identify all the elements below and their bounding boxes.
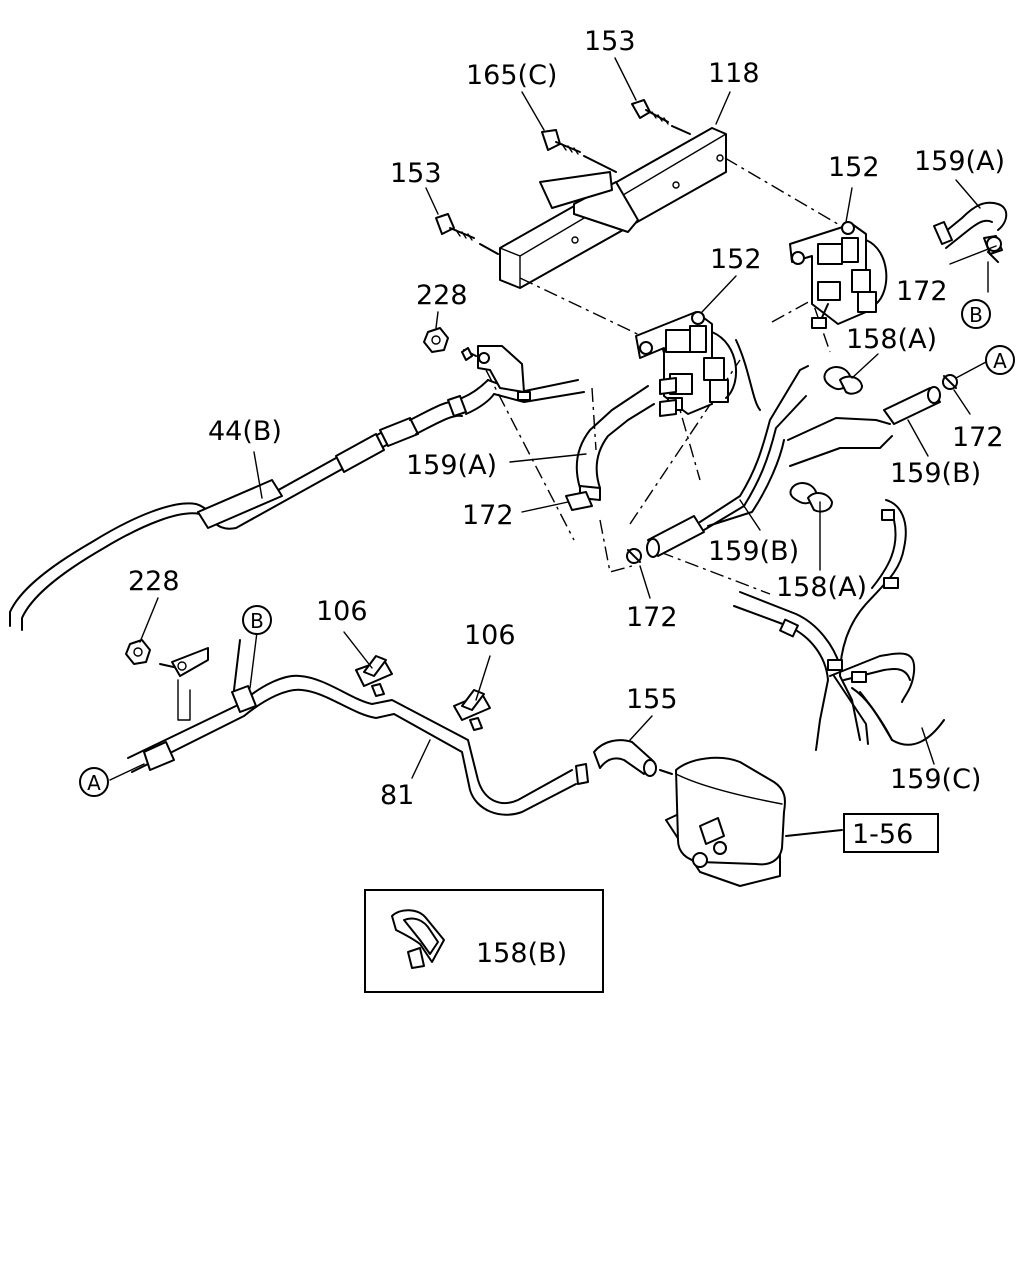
label-106-right: 106: [464, 620, 516, 651]
label-159b-right: 159(B): [890, 458, 981, 489]
bolt-153-top: [631, 99, 691, 135]
label-152-center: 152: [710, 244, 762, 275]
label-1-56: 1-56: [852, 819, 913, 850]
hose-159a-center: [565, 377, 677, 511]
label-158a-lower: 158(A): [776, 572, 867, 603]
clamp-158a-lower: [789, 482, 833, 513]
label-228-lower: 228: [128, 566, 180, 597]
label-172-top-right: 172: [896, 276, 948, 307]
label-118: 118: [708, 58, 760, 89]
label-172-bottom: 172: [626, 602, 678, 633]
hose-155: [593, 739, 673, 777]
hose-159b-cluster: [646, 339, 941, 558]
bolt-165c: [541, 129, 617, 173]
ref-letter-a-left: A: [87, 771, 101, 795]
nut-228-top: [423, 327, 477, 361]
label-159c: 159(C): [890, 764, 981, 795]
label-165c: 165(C): [466, 60, 557, 91]
solenoid-valve-152-upper: [789, 221, 888, 329]
nut-228-lower: [125, 639, 209, 677]
clip-106-left: [355, 655, 393, 697]
label-106-left: 106: [316, 596, 368, 627]
hose-159c: [733, 499, 945, 751]
label-158b: 158(B): [476, 938, 567, 969]
label-159b-center: 159(B): [708, 536, 799, 567]
label-159a-center: 159(A): [406, 450, 497, 481]
ref-circle-b-top-right: [961, 299, 991, 329]
bolt-153-left: [435, 213, 499, 255]
hose-44b: [9, 345, 585, 631]
label-153-top: 153: [584, 26, 636, 57]
label-153-left: 153: [390, 158, 442, 189]
clip-172-right: [942, 374, 958, 390]
ref-box-1-56: [843, 813, 939, 853]
label-159a-top-right: 159(A): [914, 146, 1005, 177]
inset-158b: [364, 889, 604, 993]
bracket-118: [499, 127, 727, 289]
label-172-center: 172: [462, 500, 514, 531]
label-155: 155: [626, 684, 678, 715]
ref-letter-b-left: B: [250, 609, 264, 633]
ref-circle-b-left: [242, 605, 272, 635]
clip-106-right: [453, 689, 491, 731]
clip-172-top-right: [986, 236, 1002, 263]
pipe-81: [127, 639, 589, 816]
ref-letter-a-right: A: [993, 349, 1007, 373]
label-172-right: 172: [952, 422, 1004, 453]
clamp-158a-upper: [823, 366, 863, 395]
label-158a-upper: 158(A): [846, 324, 937, 355]
leader-lines: [109, 57, 997, 943]
label-152-upper: 152: [828, 152, 880, 183]
ref-letter-b-top-right: B: [969, 303, 983, 327]
ref-circle-a-left: [79, 767, 109, 797]
canister-1-56: [665, 756, 843, 887]
clip-172-bottom: [626, 548, 642, 564]
ref-circle-a-right: [985, 345, 1015, 375]
label-81: 81: [380, 780, 414, 811]
solenoid-valve-152-center: [635, 311, 738, 415]
label-44b: 44(B): [208, 416, 282, 447]
label-228-top: 228: [416, 280, 468, 311]
